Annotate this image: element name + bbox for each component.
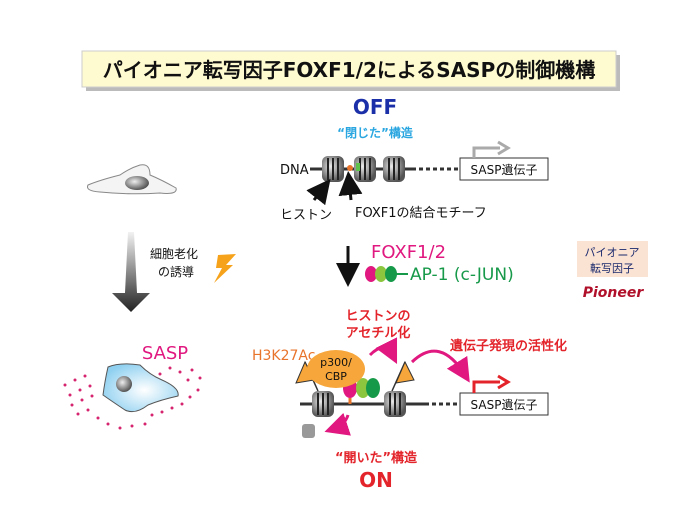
ap1-protein-icon <box>356 378 370 398</box>
histone-icon <box>384 391 406 417</box>
acetylation-line2: アセチル化 <box>346 325 411 341</box>
p300-cbp-icon <box>307 350 365 388</box>
motif-icon <box>347 165 353 171</box>
foxf-protein-icon <box>365 266 377 282</box>
on-label: ON <box>359 468 393 492</box>
promoter-arrow-off-icon <box>472 146 500 158</box>
normal-cell-icon <box>87 164 177 195</box>
motif-label: FOXF1の結合モチーフ <box>355 206 487 221</box>
h3k27ac-flag-icon <box>395 360 415 384</box>
curved-arrow-icon <box>368 337 398 365</box>
histone-label: ヒストン <box>280 208 332 223</box>
ap1-protein-icon <box>385 266 397 282</box>
arrow-icon <box>338 171 363 201</box>
arrow-icon <box>306 178 331 206</box>
lightning-icon <box>214 254 236 283</box>
curved-arrow-icon <box>324 412 352 436</box>
down-arrow-icon <box>112 232 150 312</box>
closed-structure-label: “閉じた”構造 <box>337 125 414 140</box>
page-title: パイオニア転写因子FOXF1/2によるSASPの制御機構 <box>103 58 596 82</box>
foxf-label: FOXF1/2 <box>371 242 446 263</box>
activation-label: 遺伝子発現の活性化 <box>449 338 567 354</box>
histone-icon <box>383 156 405 182</box>
ap1-label: AP-1 (c-JUN) <box>410 265 514 285</box>
coactivator-line1: p300/ <box>320 356 352 369</box>
gene-box-on: SASP遺伝子 <box>471 397 538 412</box>
dna-off: DNA SASP遺伝子 ヒストン FOXF1の結合モチーフ <box>280 140 549 223</box>
title-banner: パイオニア転写因子FOXF1/2によるSASPの制御機構 <box>81 50 620 91</box>
off-label: OFF <box>353 95 397 119</box>
dna-label: DNA <box>280 163 309 178</box>
coactivator-line2: CBP <box>325 370 347 383</box>
gene-box-off: SASP遺伝子 <box>471 162 538 177</box>
ap1-protein-icon <box>375 266 387 282</box>
histone-icon <box>312 391 334 417</box>
promoter-arrow-on-icon <box>472 380 500 393</box>
histone-icon <box>322 156 344 182</box>
curved-arrow-icon <box>410 349 470 383</box>
dna-on: p300/ CBP SASP遺伝子 <box>295 337 549 438</box>
pioneer-badge-line2: 転写因子 <box>590 262 634 275</box>
open-structure-label: “開いた”構造 <box>335 450 418 466</box>
evicted-histone-icon <box>302 424 315 438</box>
sasp-label: SASP <box>142 343 188 364</box>
senescent-cell-icon <box>63 363 202 430</box>
pioneer-logo: Pioneer <box>583 285 645 301</box>
acetylation-line1: ヒストンの <box>345 309 410 324</box>
senescence-line1: 細胞老化 <box>150 247 198 261</box>
senescence-line2: の誘導 <box>158 265 194 279</box>
pioneer-badge: パイオニア 転写因子 Pioneer <box>577 241 648 301</box>
pioneer-badge-line1: パイオニア <box>585 246 640 259</box>
ap1-protein-icon <box>366 378 380 398</box>
h3k27ac-label: H3K27Ac <box>252 348 315 364</box>
